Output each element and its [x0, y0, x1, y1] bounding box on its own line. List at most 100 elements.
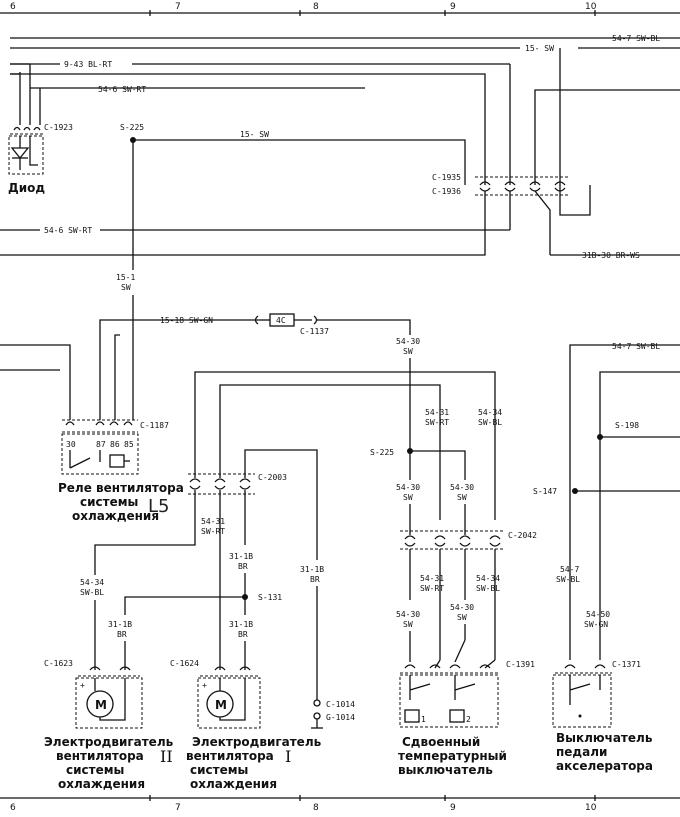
wire-54-34-b-color: SW-BL	[478, 418, 502, 427]
connector-c1623: C-1623	[44, 659, 73, 668]
wire-54-7-a-label: 54-7	[560, 565, 579, 574]
column-10-bottom: 10	[585, 803, 597, 813]
relay-pin-87: 87	[96, 440, 106, 449]
connector-c1187: C-1187	[140, 421, 169, 430]
splice-s225-top-group: S-225 15- SW 15-1 SW	[116, 123, 466, 420]
splice-s225-top: S-225	[120, 123, 144, 132]
fuse-line: 15-18 SW-GN 4C C-1137 54-30 SW	[99, 313, 420, 420]
motor-1-number: I	[285, 747, 291, 766]
wire-54-30-b-label: 54-30	[396, 483, 420, 492]
wire-54-34-c-color: SW-BL	[476, 584, 500, 593]
top-wires: 54-7 SW-BL 15- SW 9-43 BL-RT 54-6 SW-RT	[10, 34, 680, 216]
fan-motor-1: C-1624 M + Электродвигатель вентилятора …	[170, 659, 322, 791]
wire-54-34-c-label: 54-34	[476, 574, 500, 583]
splice-s147: S-147	[533, 487, 557, 496]
wire-54-7-a-color: SW-BL	[556, 575, 580, 584]
connector-c1936: C-1936	[432, 187, 461, 196]
motor-2-label-1: Электродвигатель	[44, 735, 174, 749]
svg-text:+: +	[202, 681, 207, 690]
motor-2-label-4: охлаждения	[58, 777, 145, 791]
connector-c2042: C-2042	[508, 531, 537, 540]
connector-c1624: C-1624	[170, 659, 199, 668]
wire-54-34-a-label: 54-34	[80, 578, 104, 587]
pedal-switch-label-2: педали	[556, 745, 607, 759]
ts-contact-2: 2	[466, 715, 471, 724]
connector-c2003-block: C-2003 54-31 SW-RT 31-1B BR S-131 31-1B …	[94, 371, 496, 670]
ground-g1014: 31-1B BR C-1014 G-1014	[300, 565, 355, 729]
motor-2-label-3: системы	[66, 763, 124, 777]
wire-31-1b-c-label: 31-1B	[108, 620, 132, 629]
motor-2-number: II	[160, 747, 173, 766]
relay-handwritten-note: L5	[148, 496, 169, 517]
column-8: 8	[313, 2, 319, 12]
wire-54-31-b-color: SW-RT	[201, 527, 225, 536]
column-7: 7	[175, 2, 181, 12]
temp-switch-label-1: Сдвоенный	[402, 735, 480, 749]
wire-54-31-c-label: 54-31	[420, 574, 444, 583]
wire-31-1b-a-color: BR	[238, 562, 248, 571]
motor-2-label-2: вентилятора	[56, 749, 144, 763]
connector-c1923: C-1923	[44, 123, 73, 132]
motor-2-symbol: M	[95, 698, 107, 712]
temp-switch-label-3: выключатель	[398, 763, 493, 777]
wire-54-50-color: SW-GN	[584, 620, 608, 629]
svg-text:+: +	[80, 681, 85, 690]
column-8-bottom: 8	[313, 803, 319, 813]
wire-31-1b-c-color: BR	[117, 630, 127, 639]
wire-54-31-a-color: SW-RT	[425, 418, 449, 427]
connector-c1935: C-1935	[432, 173, 461, 182]
diode-label: Диод	[8, 181, 45, 195]
wire-54-34-b-label: 54-34	[478, 408, 502, 417]
relay-pin-30: 30	[66, 440, 76, 449]
relay-label-1: Реле вентилятора	[58, 481, 184, 495]
wire-54-7-top: 54-7 SW-BL	[612, 34, 660, 43]
splice-s198: S-198	[615, 421, 639, 430]
ground-label-g1014: G-1014	[326, 713, 355, 722]
relay-pin-85: 85	[124, 440, 134, 449]
temp-switch-label-2: температурный	[398, 749, 507, 763]
wire-54-50-label: 54-50	[586, 610, 610, 619]
wire-31-1b-b-color: BR	[238, 630, 248, 639]
connector-c1935-block: C-1935 C-1936	[432, 173, 570, 255]
wire-54-31-a-label: 54-31	[425, 408, 449, 417]
relay-feed-wires	[0, 334, 120, 420]
motor-1-label-3: системы	[190, 763, 248, 777]
wire-15-sw-middle: 15- SW	[240, 130, 269, 139]
wire-15-18: 15-18 SW-GN	[160, 316, 213, 325]
column-9-bottom: 9	[450, 803, 456, 813]
wire-54-30-a-color: SW	[403, 347, 413, 356]
column-scale-top: 6 7 8 9 10	[0, 2, 680, 16]
motor-1-label-4: охлаждения	[190, 777, 277, 791]
accel-pedal-switch-wiring: 54-7 SW-BL S-198 S-147 54-7 SW-BL 54-50 …	[533, 342, 680, 773]
wire-54-6-upper: 54-6 SW-RT	[98, 85, 146, 94]
wire-31-1b-b-label: 31-1B	[229, 620, 253, 629]
wire-54-30-e-label: 54-30	[450, 603, 474, 612]
connector-c1371: C-1371	[612, 660, 641, 669]
column-10: 10	[585, 2, 597, 12]
wire-54-30-d-label: 54-30	[396, 610, 420, 619]
wire-31b-30: 31B-30 BR-WS	[582, 251, 640, 260]
column-7-bottom: 7	[175, 803, 181, 813]
connector-c1391: C-1391	[506, 660, 535, 669]
cooling-fan-relay: C-1187 30 87 86 85 Реле вентилятора сист…	[58, 419, 184, 523]
wire-54-30-d-color: SW	[403, 620, 413, 629]
connector-c2003: C-2003	[258, 473, 287, 482]
wire-54-7-right: 54-7 SW-BL	[612, 342, 660, 351]
wire-54-30-c-label: 54-30	[450, 483, 474, 492]
ts-contact-1: 1	[421, 715, 426, 724]
wire-54-31-c-color: SW-RT	[420, 584, 444, 593]
wire-15-sw-top: 15- SW	[525, 44, 554, 53]
inline-fuse: 4C	[276, 316, 286, 325]
lower-horizontal-wires: 54-6 SW-RT 31B-30 BR-WS	[0, 226, 680, 260]
wire-31-1b-d-color: BR	[310, 575, 320, 584]
connector-c1014: C-1014	[326, 700, 355, 709]
wire-31-1b-a-label: 31-1B	[229, 552, 253, 561]
motor-1-symbol: M	[215, 698, 227, 712]
fan-motor-2: 54-34 SW-BL 31-1B BR C-1623 M + Электрод…	[44, 578, 174, 791]
pedal-switch-label-1: Выключатель	[556, 731, 653, 745]
relay-label-2: системы	[80, 495, 138, 509]
wire-15-1-label: 15-1	[116, 273, 135, 282]
motor-1-label-2: вентилятора	[186, 749, 274, 763]
relay-pin-86: 86	[110, 440, 120, 449]
